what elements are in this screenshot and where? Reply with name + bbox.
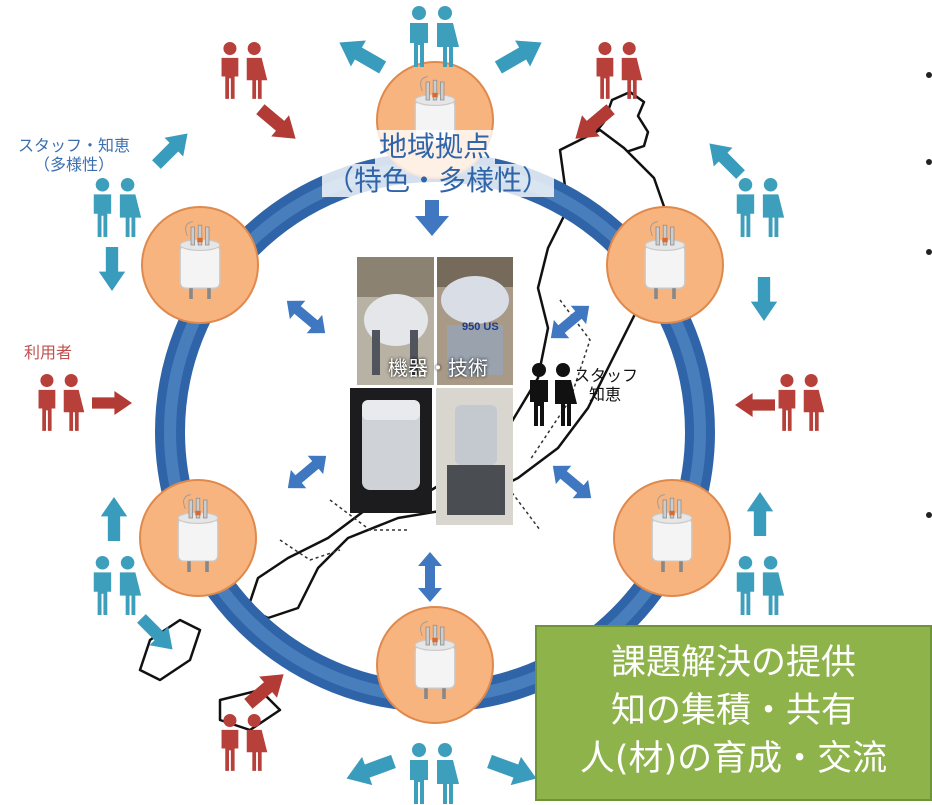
hub-title-line2: （特色・多様性） [322,163,555,198]
staff-silhouette-icon [530,363,577,426]
japan-map [138,90,670,732]
summary-line2: 知の集積・共有 [610,691,856,731]
node-lower-left [139,479,257,597]
summary-line3: 人(材)の育成・交流 [579,739,888,779]
staff-knowledge-label: スタッフ 知恵 [574,366,639,405]
hub-title: 地域拠点 （特色・多様性） [322,130,555,198]
staff-diversity-label: スタッフ・知恵 （多様性） [6,136,142,174]
equipment-photos [350,257,513,525]
node-lower-right [613,479,731,597]
staff-diversity-line1: スタッフ・知恵 [17,136,130,155]
staff-knowledge-line2: 知恵 [588,385,621,405]
hub-down-arrow [415,200,449,236]
node-bottom [376,606,494,724]
magnet-model-caption: 950 US [462,321,499,333]
bullet-markers [926,72,932,518]
summary-line1: 課題解決の提供 [610,643,856,683]
node-upper-left [141,206,259,324]
summary-box: 課題解決の提供 知の集積・共有 人(材)の育成・交流 [535,625,932,801]
users-label: 利用者 [23,343,72,362]
equipment-label: 機器・技術 [388,356,488,380]
hub-title-line1: 地域拠点 [374,130,495,164]
staff-diversity-line2: （多様性） [33,155,114,175]
node-upper-right [606,206,724,324]
staff-knowledge-line1: スタッフ [574,366,639,385]
